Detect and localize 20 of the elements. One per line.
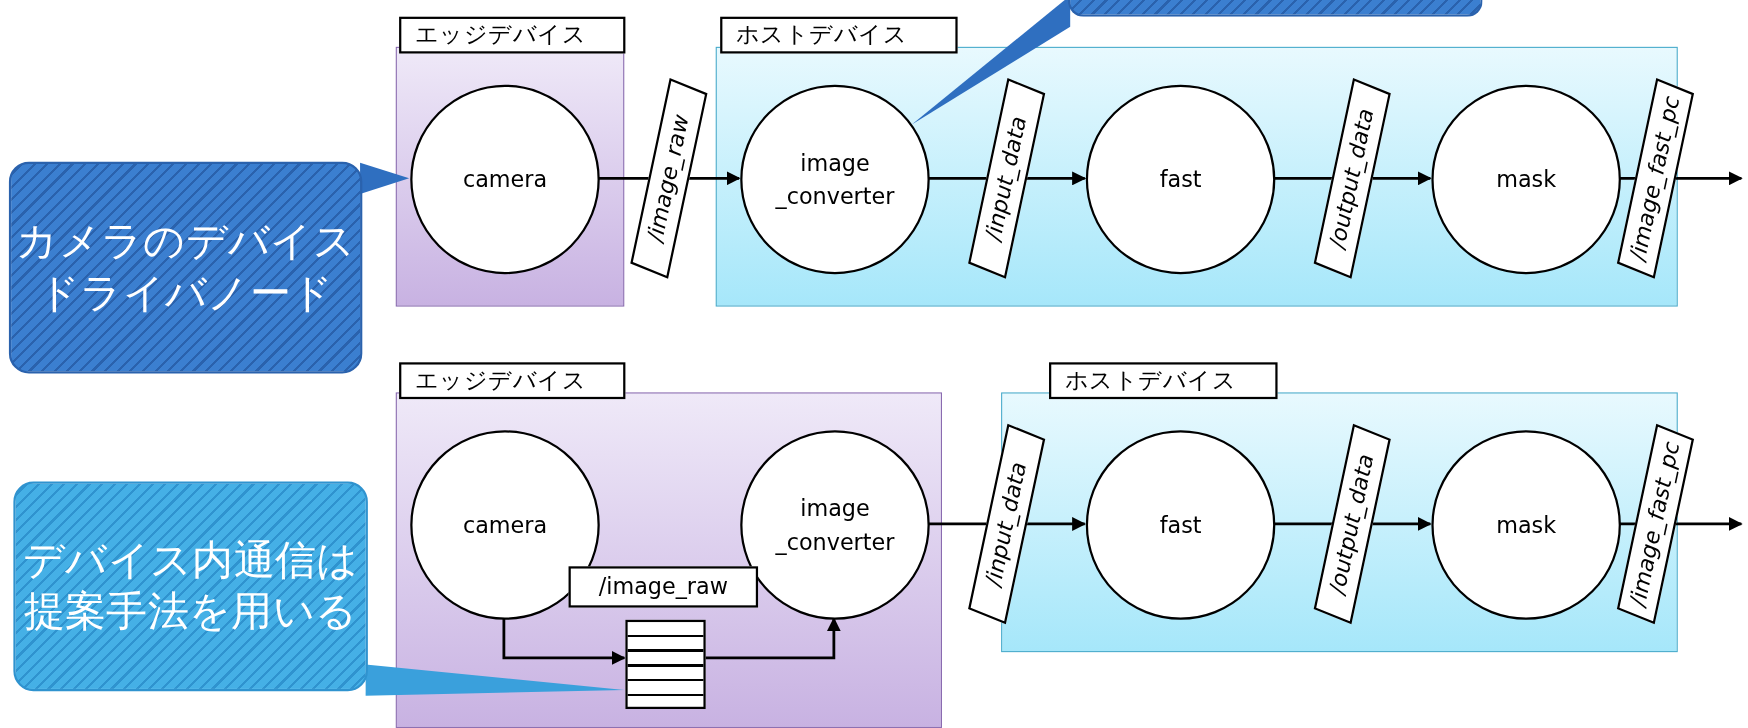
device-label: エッジデバイス [399,362,626,400]
device-label: ホストデバイス [1049,362,1278,400]
node-circle: mask [1431,84,1621,275]
node-circle: fast [1085,430,1276,620]
callout-pointer [360,162,410,194]
device-label: エッジデバイス [399,16,626,54]
topic-label: /image_raw [568,566,759,608]
node-circle: mask [1431,430,1621,620]
speech-callout [1067,0,1483,17]
arrow [704,617,841,660]
arrow [502,618,626,665]
speech-callout: カメラのデバイスドライバノード [8,161,363,374]
node-circle: image _converter [740,84,930,275]
callout-pointer [911,0,1071,125]
device-label: ホストデバイス [720,16,958,54]
node-circle: image _converter [740,430,930,620]
node-circle: fast [1085,84,1276,275]
speech-callout: デバイス内通信は提案手法を用いる [13,481,368,692]
node-circle: camera [410,430,600,620]
node-circle: camera [410,84,600,275]
